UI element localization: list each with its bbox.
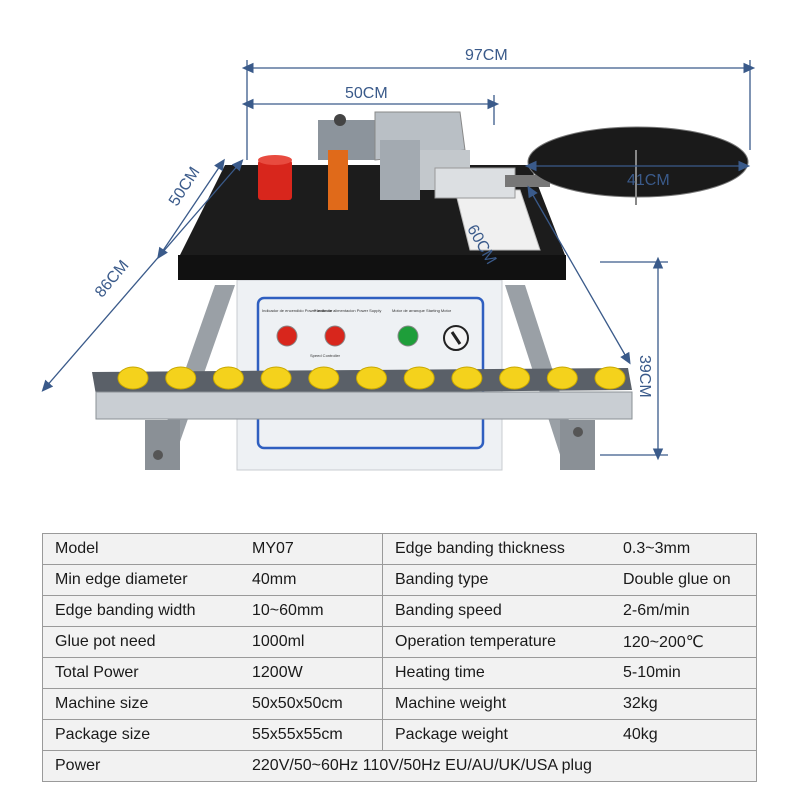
- spec-key: Machine size: [42, 688, 240, 720]
- start-motor-button[interactable]: [397, 325, 419, 347]
- spec-value: 10~60mm: [240, 595, 383, 627]
- spec-key: Banding type: [382, 564, 611, 596]
- roller: [594, 366, 626, 390]
- spec-value: 40mm: [240, 564, 383, 596]
- spec-key: Edge banding width: [42, 595, 240, 627]
- edge-banding-machine-drawing: Indicador de encendido Power Indicator F…: [41, 60, 756, 471]
- roller: [356, 366, 387, 390]
- roller: [451, 366, 483, 390]
- power-button[interactable]: [324, 325, 346, 347]
- dimension-height: 39CM: [636, 355, 653, 398]
- spec-value: 32kg: [611, 688, 757, 720]
- roller: [212, 366, 244, 390]
- roller: [165, 366, 197, 390]
- panel-label: Motor de arranque Starting Motor: [392, 308, 452, 313]
- machine-illustration: Indicador de encendido Power Indicator F…: [41, 47, 756, 471]
- dimension-total-width: 97CM: [465, 47, 508, 64]
- spec-key: Min edge diameter: [42, 564, 240, 596]
- roller: [308, 366, 340, 390]
- spec-key: Operation temperature: [382, 626, 611, 658]
- spec-key: Model: [42, 533, 240, 565]
- spec-key: Banding speed: [382, 595, 611, 627]
- roller: [403, 366, 435, 390]
- power-indicator-light: [276, 325, 298, 347]
- spec-key: Machine weight: [382, 688, 611, 720]
- spec-value: 5-10min: [611, 657, 757, 689]
- panel-label: Indicador de encendido Power Indicator: [262, 308, 333, 313]
- roller: [546, 366, 578, 390]
- spec-value: 55x55x55cm: [240, 719, 383, 751]
- spec-value: 2-6m/min: [611, 595, 757, 627]
- roller: [260, 366, 292, 390]
- spec-value: MY07: [240, 533, 383, 565]
- spec-value: 0.3~3mm: [611, 533, 757, 565]
- dimension-table-diameter: 41CM: [627, 172, 670, 189]
- spec-key: Heating time: [382, 657, 611, 689]
- spec-key: Total Power: [42, 657, 240, 689]
- spec-value: 1200W: [240, 657, 383, 689]
- panel-label: Speed Controller: [310, 353, 341, 358]
- roller: [499, 366, 531, 390]
- spec-value: 40kg: [611, 719, 757, 751]
- roller: [117, 366, 149, 390]
- panel-label: Fuente de alimentacion Power Supply: [314, 308, 381, 313]
- spec-key: Power: [42, 750, 240, 782]
- spec-key: Package size: [42, 719, 240, 751]
- spec-key: Package weight: [382, 719, 611, 751]
- feeding-head: [318, 111, 516, 210]
- spec-key: Glue pot need: [42, 626, 240, 658]
- spec-value: Double glue on: [611, 564, 757, 596]
- spec-value: 50x50x50cm: [240, 688, 383, 720]
- spec-value: 1000ml: [240, 626, 383, 658]
- spec-value: 220V/50~60Hz 110V/50Hz EU/AU/UK/USA plug: [240, 750, 757, 782]
- spec-value: 120~200℃: [611, 626, 757, 658]
- roller-feed-rail: [92, 366, 633, 420]
- dimension-lines: [41, 60, 756, 461]
- glue-pot: [258, 155, 292, 200]
- dimension-machine-width: 50CM: [345, 85, 388, 102]
- spec-key: Edge banding thickness: [382, 533, 611, 565]
- control-panel: Indicador de encendido Power Indicator F…: [262, 308, 469, 358]
